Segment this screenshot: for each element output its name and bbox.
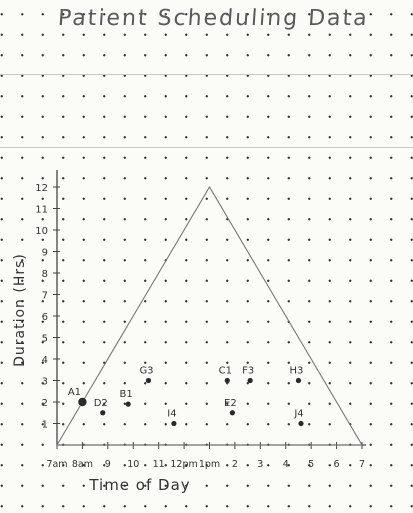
point-F3 (247, 377, 253, 384)
y-tick-label-8: 8 (42, 269, 48, 280)
x-tick-label-2: 2 (232, 459, 238, 470)
y-tick-label-1: 1 (42, 420, 48, 431)
x-tick-label-11: 11 (153, 459, 165, 470)
point-label-H3: H3 (290, 366, 304, 377)
y-tick-label-9: 9 (42, 248, 48, 259)
point-J4 (298, 420, 304, 427)
point-label-A1: A1 (68, 387, 81, 398)
point-label-F3: F3 (242, 366, 254, 377)
point-G3 (145, 377, 152, 384)
x-tick-label-7am: 7am (46, 459, 67, 470)
y-tick-label-10: 10 (35, 226, 48, 237)
x-tick-label-6: 6 (334, 459, 340, 470)
point-A1 (78, 397, 87, 407)
point-label-J4: J4 (293, 409, 303, 420)
point-D2 (100, 410, 106, 416)
point-I4 (171, 420, 177, 427)
point-label-G3: G3 (139, 366, 153, 377)
page-rule-bottom (0, 147, 413, 148)
x-tick-label-7: 7 (359, 459, 365, 470)
x-tick-label-3: 3 (257, 459, 263, 470)
x-tick-label-4: 4 (283, 459, 289, 470)
y-tick-label-2: 2 (42, 398, 48, 409)
y-tick-label-5: 5 (42, 334, 48, 345)
x-axis-label: Time of Day (88, 476, 190, 494)
x-tick-label-5: 5 (308, 459, 314, 470)
x-tick-label-9: 9 (105, 459, 111, 470)
point-label-D2: D2 (94, 398, 108, 409)
x-tick-label-12pm: 12pm (170, 459, 197, 470)
y-tick-label-4: 4 (42, 355, 48, 366)
point-C1 (224, 377, 230, 384)
y-axis-label: Duration (Hrs) (12, 253, 28, 367)
y-tick-label-12: 12 (35, 183, 48, 194)
point-label-I4: I4 (167, 409, 176, 420)
point-E2 (229, 410, 235, 416)
point-B1 (125, 401, 131, 407)
triangle-outline (56, 185, 363, 446)
y-tick-label-11: 11 (35, 205, 48, 216)
y-tick-label-3: 3 (42, 377, 48, 388)
x-tick-label-8am: 8am (72, 459, 93, 470)
y-tick-label-7: 7 (42, 291, 48, 302)
x-tick-label-1pm: 1pm (199, 459, 220, 470)
page-rule-top (0, 74, 413, 75)
point-H3 (295, 377, 302, 384)
point-label-B1: B1 (120, 389, 133, 400)
x-tick-label-10: 10 (127, 459, 139, 470)
y-tick-label-6: 6 (42, 312, 48, 323)
point-label-C1: C1 (219, 366, 232, 377)
point-label-E2: E2 (224, 398, 237, 409)
triangle-group (56, 185, 363, 446)
